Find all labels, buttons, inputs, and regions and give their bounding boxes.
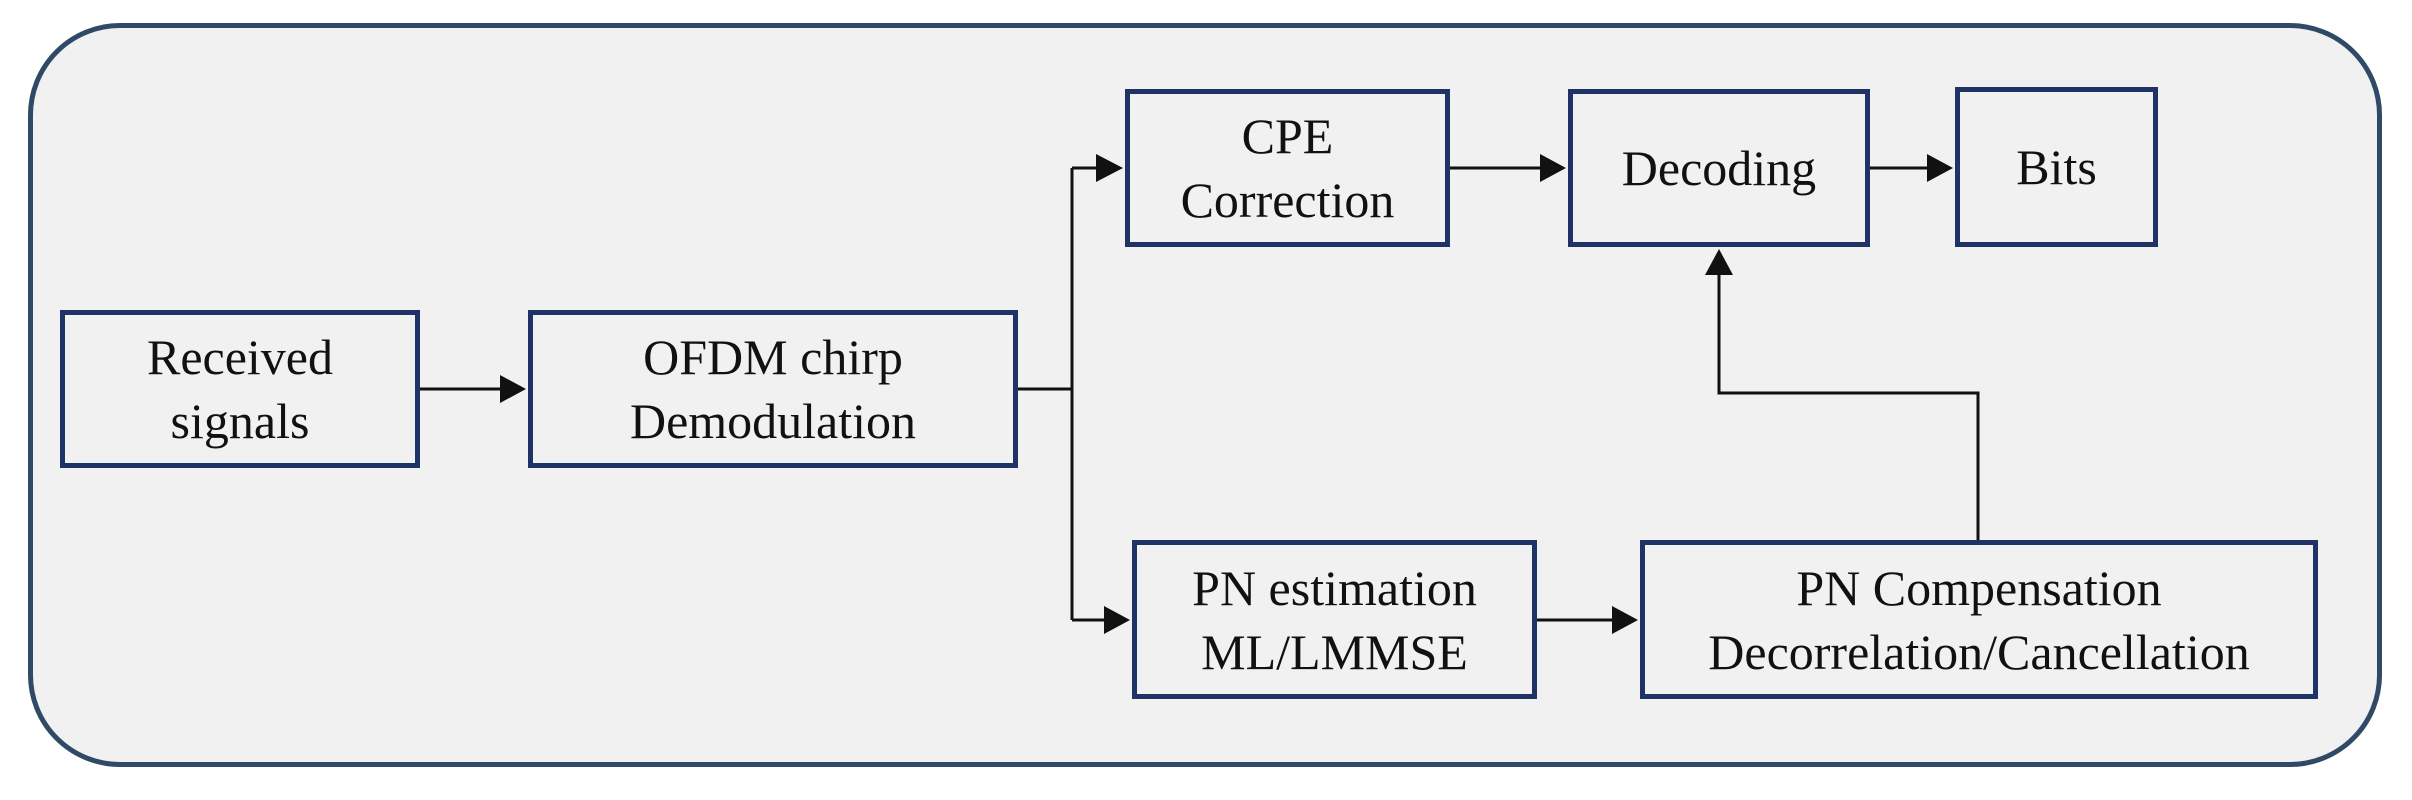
pn-estimation-line-1: PN estimation xyxy=(1192,559,1477,616)
pn-compensation-line-2: Decorrelation/Cancellation xyxy=(1708,623,2250,680)
ofdm-demodulation-line-1: OFDM chirp xyxy=(643,329,903,385)
split-to-pn-estimation-arrowhead xyxy=(1104,606,1130,634)
decoding-line-1: Decoding xyxy=(1621,140,1817,196)
pn-estimation-to-compensation-arrowhead xyxy=(1612,606,1638,634)
cpe-correction-line-1: CPE xyxy=(1241,108,1334,164)
cpe-correction-block: CPE Correction xyxy=(1125,89,1450,247)
received-signals-block: Received signals xyxy=(60,310,420,468)
cpe-correction-label: CPE Correction xyxy=(1181,104,1395,232)
pn-compensation-block: PN Compensation Decorrelation/Cancellati… xyxy=(1640,540,2318,699)
bits-label: Bits xyxy=(2016,135,2097,199)
ofdm-demodulation-block: OFDM chirp Demodulation xyxy=(528,310,1018,468)
bits-block: Bits xyxy=(1955,87,2158,247)
ofdm-demodulation-label: OFDM chirp Demodulation xyxy=(630,325,916,453)
decoding-block: Decoding xyxy=(1568,89,1870,247)
cpe-to-decoding-arrowhead xyxy=(1540,154,1566,182)
received-signals-label: Received signals xyxy=(147,325,333,453)
cpe-correction-line-2: Correction xyxy=(1180,172,1395,228)
received-signals-line-1: Received xyxy=(146,329,333,385)
pn-estimation-block: PN estimation ML/LMMSE xyxy=(1132,540,1537,699)
received-signals-line-2: signals xyxy=(170,393,310,449)
bits-line-1: Bits xyxy=(2016,139,2097,195)
decoding-to-bits-arrowhead xyxy=(1927,154,1953,182)
compensation-to-decoding-feedback-path xyxy=(1717,275,1980,540)
compensation-to-decoding-arrowhead xyxy=(1705,249,1733,275)
ofdm-demodulation-line-2: Demodulation xyxy=(629,393,917,449)
pn-compensation-line-1: PN Compensation xyxy=(1796,559,2162,616)
pn-estimation-label: PN estimation ML/LMMSE xyxy=(1192,556,1477,684)
decoding-label: Decoding xyxy=(1622,136,1816,200)
pn-estimation-line-2: ML/LMMSE xyxy=(1201,623,1468,680)
pn-compensation-label: PN Compensation Decorrelation/Cancellati… xyxy=(1708,556,2249,684)
split-to-cpe-arrowhead xyxy=(1096,154,1123,182)
received-to-ofdm-arrowhead xyxy=(500,375,526,403)
